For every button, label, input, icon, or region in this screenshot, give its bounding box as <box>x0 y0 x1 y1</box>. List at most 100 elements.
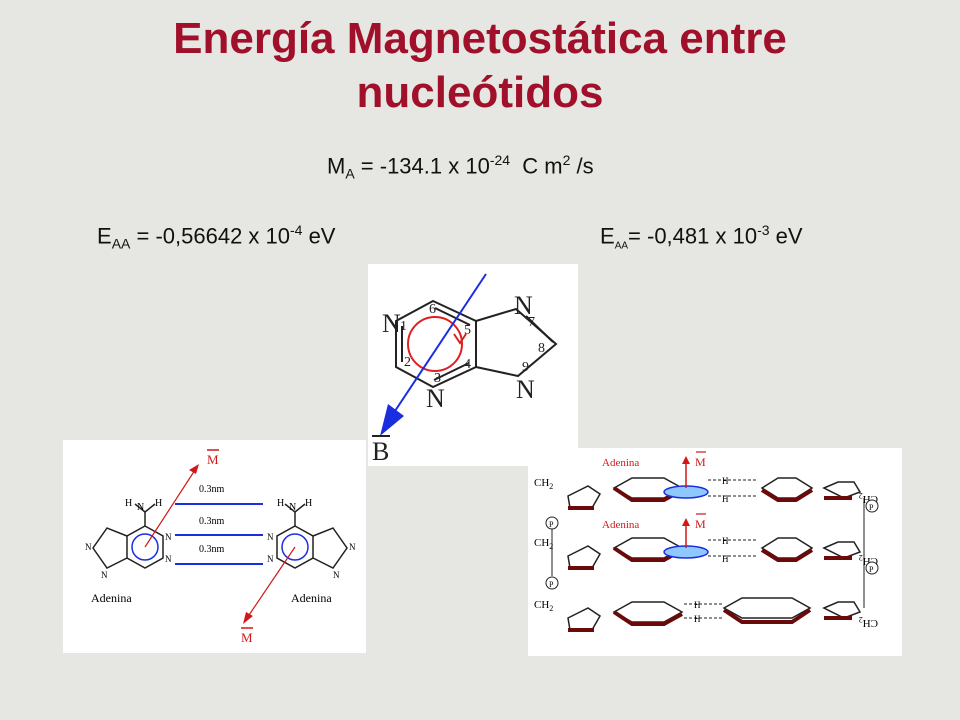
hydrogen-bond-h: H <box>694 614 701 624</box>
moment-arrowhead <box>682 518 690 526</box>
ch2-label: CH2 <box>859 615 878 629</box>
stack-layer-2 <box>567 537 862 570</box>
atom-h: H <box>305 498 312 509</box>
field-line <box>392 273 487 415</box>
atom-n: N <box>267 554 274 564</box>
formula-magnetic-moment: MA = -134.1 x 10-24 C m2 /s <box>327 152 594 182</box>
phosphate-circle <box>865 499 879 513</box>
formula-energy-left: EAA = -0,56642 x 10-4 eV <box>97 222 335 252</box>
hydrogen-bond-h: H <box>722 494 729 504</box>
moment-label: M <box>695 517 706 531</box>
distance-label: 0.3nm <box>199 544 225 555</box>
formula-exponent: -4 <box>290 222 303 238</box>
phosphate-circle <box>865 561 879 575</box>
phosphate-label: P <box>549 580 554 589</box>
hydrogen-bond-h: H <box>722 536 729 546</box>
caption-adenina-right: Adenina <box>291 591 332 605</box>
ring-number: 2 <box>404 355 411 370</box>
ch2-label: CH2 <box>534 537 553 551</box>
atom-n: N <box>85 542 92 552</box>
ring-number: 6 <box>429 302 436 317</box>
hydrogen-bond-h: H <box>722 554 729 564</box>
hydrogen-bond-h: H <box>694 600 701 610</box>
formula-subscript: A <box>345 165 355 182</box>
adenine-ring-diagram: N 1 2 3 N 4 5 6 N 7 8 9 N B <box>372 273 558 466</box>
stack-layer-1 <box>567 477 862 510</box>
slide-title: Energía Magnetostática entre nucleótidos <box>0 12 960 120</box>
caption-adenina-left: Adenina <box>91 591 132 605</box>
formula-unit: eV <box>302 223 336 249</box>
field-arrowhead <box>380 404 404 436</box>
double-bond <box>433 362 470 381</box>
formula-unit-exponent: 2 <box>562 152 571 168</box>
formula-subscript: AA <box>614 240 629 252</box>
ring-number: 4 <box>464 357 471 372</box>
phosphate-label: P <box>869 565 874 574</box>
ring-number: 8 <box>538 341 545 356</box>
slide-title-line2: nucleótidos <box>356 68 604 117</box>
formula-value: = -0,481 x 10 <box>628 223 758 249</box>
left-adenine-structure <box>92 503 164 569</box>
formula-symbol: E <box>600 223 615 249</box>
hydrogen-bond-h: H <box>722 476 729 486</box>
atom-n1: N <box>382 309 401 338</box>
adenina-label: Adenina <box>602 457 639 469</box>
ch2-label: CH2 <box>534 477 553 491</box>
ring-number: 1 <box>400 319 407 334</box>
formula-unit-rest: /s <box>570 153 594 179</box>
field-label: B <box>372 437 389 466</box>
formula-unit: C m <box>510 153 563 179</box>
atom-n: N <box>349 542 356 552</box>
atom-n3: N <box>426 384 445 413</box>
formula-subscript: AA <box>111 235 131 252</box>
formula-energy-right: EAA= -0,481 x 10-3 eV <box>600 222 803 252</box>
ring-current-circle <box>281 533 309 561</box>
ring-current-circle <box>407 316 463 372</box>
double-bond <box>525 315 554 343</box>
atom-n7: N <box>514 291 533 320</box>
phosphate-label: P <box>869 503 874 512</box>
ring-number: 3 <box>434 371 441 386</box>
atom-n: N <box>165 532 172 542</box>
moment-label: M <box>695 455 706 469</box>
ring-current-arrow <box>453 333 467 345</box>
atom-h: H <box>155 498 162 509</box>
formula-exponent: -24 <box>489 152 511 168</box>
distance-label: 0.3nm <box>199 484 225 495</box>
atom-n: N <box>137 502 144 513</box>
atom-n: N <box>165 554 172 564</box>
adenina-label: Adenina <box>602 519 639 531</box>
figure-stacked-base-pairs: H H H H <box>528 448 902 656</box>
ring-number: 7 <box>528 315 535 330</box>
formula-symbol: M <box>327 153 346 179</box>
moment-arrowhead <box>243 612 253 624</box>
stacked-base-pairs-diagram: H H H H <box>534 451 879 632</box>
atom-n: N <box>333 570 340 580</box>
moment-line <box>144 469 196 548</box>
atom-h: H <box>277 498 284 509</box>
figure-adenine-pair: N H H N N N N Adenina N H H N N N N Aden… <box>63 440 366 653</box>
adenine-pair-diagram: N H H N N N N Adenina N H H N N N N Aden… <box>85 449 356 645</box>
moment-label-bottom: M <box>241 630 253 645</box>
formula-unit: eV <box>769 223 803 249</box>
moment-line <box>246 546 296 619</box>
ring-current-circle <box>131 533 159 561</box>
moment-arrowhead <box>682 456 690 464</box>
double-bond <box>434 307 471 326</box>
slide-title-line1: Energía Magnetostática entre <box>173 14 787 63</box>
stack-layer-3 <box>567 597 862 632</box>
moment-arrowhead <box>189 464 199 474</box>
formula-value: = -134.1 x 10 <box>354 153 490 179</box>
ch2-label: CH2 <box>534 599 553 613</box>
atom-n9: N <box>516 375 535 404</box>
phosphate-label: P <box>549 520 554 529</box>
formula-value: = -0,56642 x 10 <box>130 223 290 249</box>
atom-h: H <box>125 498 132 509</box>
atom-n: N <box>289 502 296 513</box>
distance-label: 0.3nm <box>199 516 225 527</box>
figure-adenine-ring-current: N 1 2 3 N 4 5 6 N 7 8 9 N B <box>368 264 578 466</box>
right-adenine-structure <box>276 503 348 569</box>
atom-n: N <box>267 532 274 542</box>
moment-label-top: M <box>207 452 219 467</box>
phosphate-circle <box>545 576 559 590</box>
